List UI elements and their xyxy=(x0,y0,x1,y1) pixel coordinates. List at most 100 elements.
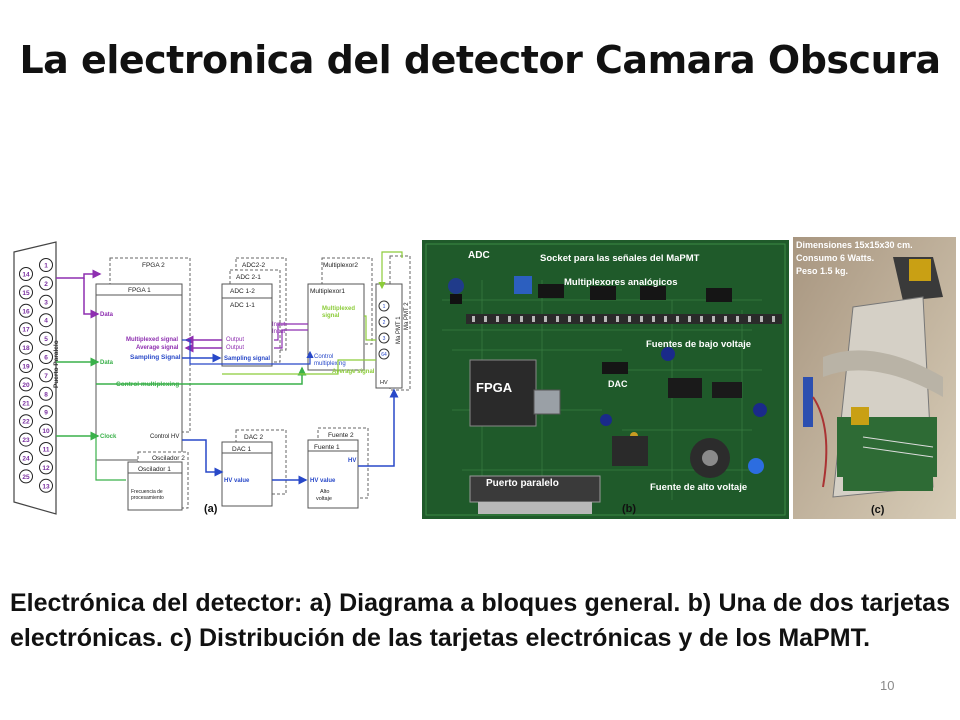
right-pin xyxy=(39,460,53,475)
adc21-label: ADC 2-1 xyxy=(236,274,261,281)
left-pin xyxy=(19,267,33,281)
adc11-label: ADC 1-1 xyxy=(230,302,255,309)
mux-multiplexed-label: Multiplexed xyxy=(322,306,355,312)
right-pin xyxy=(39,258,53,272)
fuente2-label: Fuente 2 xyxy=(328,432,354,439)
right-pin-label: 10 xyxy=(42,428,50,435)
left-pin xyxy=(19,303,33,318)
right-pin-label: 13 xyxy=(42,483,50,490)
right-pin xyxy=(39,350,53,364)
right-pin-label: 11 xyxy=(43,447,50,454)
dac1-label: DAC 1 xyxy=(232,446,252,453)
right-pin-label: 7 xyxy=(44,373,48,380)
mux1-label: Multiplexor1 xyxy=(310,288,345,295)
right-pin xyxy=(39,405,53,420)
adc22-label: ADC2-2 xyxy=(242,262,266,269)
panel-a-tag: (a) xyxy=(204,503,218,515)
fpga2-label: FPGA 2 xyxy=(142,262,165,269)
left-pin-label: 18 xyxy=(22,345,30,352)
fpga-label: FPGA xyxy=(476,380,513,395)
mux1-block xyxy=(307,283,365,371)
multiplexing-label: multiplexing xyxy=(314,361,346,367)
panel-c-tag: (c) xyxy=(871,504,885,516)
left-pin-label: 25 xyxy=(22,474,30,481)
left-pin xyxy=(19,359,33,373)
hv-label: HV xyxy=(348,458,356,464)
fuente-alto-label: Fuente de alto voltaje xyxy=(650,482,747,493)
left-pin-label: 19 xyxy=(22,364,30,371)
input2-label: Input xyxy=(272,329,286,335)
alto-label: Alto xyxy=(320,489,329,495)
output1-label: Output xyxy=(226,337,244,343)
detector-illustration: Dimensiones 15x15x30 cm. Consumo 6 Watts… xyxy=(793,237,956,519)
right-pin-label: 12 xyxy=(42,465,50,472)
left-pin xyxy=(19,285,33,300)
pmt-pixel xyxy=(378,348,390,360)
fuente1-label: Fuente 1 xyxy=(314,444,340,451)
frecuencia-label: Frecuencia de xyxy=(131,489,163,495)
hv-value2-label: HV value xyxy=(310,478,336,484)
osc1-block xyxy=(127,461,183,511)
dac-label: DAC xyxy=(608,379,628,389)
left-pin xyxy=(19,395,33,410)
fpga1-block xyxy=(95,283,183,461)
right-pin xyxy=(39,442,53,456)
control-multiplexing-label: Control multiplexing xyxy=(116,381,179,388)
panel-b-tag: (b) xyxy=(622,503,636,515)
control-label: Control xyxy=(314,354,333,360)
right-pin xyxy=(39,313,53,328)
adc-label: ADC xyxy=(468,250,490,261)
consumo-label: Consumo 6 Watts. xyxy=(796,253,874,263)
pmt-pixel-label: 3 xyxy=(383,336,386,342)
pmt-pixel xyxy=(378,332,390,344)
right-pin-label: 8 xyxy=(44,391,48,398)
left-pin-label: 20 xyxy=(22,382,30,389)
left-pin xyxy=(19,469,33,484)
input1-label: Input xyxy=(272,322,286,328)
peso-label: Peso 1.5 kg. xyxy=(796,266,848,276)
pmt-pixel-label: 1 xyxy=(383,304,386,310)
mapmt1-label: Ma PMT 1 xyxy=(396,316,402,344)
sampling-signal-adc-label: Sampling signal xyxy=(224,356,270,362)
fuentes-bajo-label: Fuentes de bajo voltaje xyxy=(646,339,751,350)
figure-caption: Electrónica del detector: a) Diagrama a … xyxy=(10,589,950,652)
right-pin-label: 5 xyxy=(44,336,48,343)
right-pin-label: 3 xyxy=(44,299,48,306)
dimensiones-label: Dimensiones 15x15x30 cm. xyxy=(796,240,913,250)
right-pin xyxy=(39,368,53,383)
right-pin xyxy=(39,478,53,493)
puerto-label: Puerto paralelo xyxy=(486,478,559,489)
slide-number: 10 xyxy=(880,678,895,693)
right-pin xyxy=(39,331,53,346)
right-pin-label: 2 xyxy=(44,281,48,288)
multiplexed-signal-label: Multiplexed signal xyxy=(126,337,178,343)
right-pin-label: 4 xyxy=(44,318,48,325)
pmt-hv-label: HV xyxy=(380,380,388,386)
fpga1-label: FPGA 1 xyxy=(128,287,151,294)
left-pin-label: 24 xyxy=(22,456,30,463)
detector-photo-panel: Dimensiones 15x15x30 cm. Consumo 6 Watts… xyxy=(793,237,956,519)
adc12-label: ADC 1-2 xyxy=(230,288,255,295)
pmt-pixel-label: 2 xyxy=(383,320,386,326)
mux2-label: Multiplexor2 xyxy=(323,262,358,269)
osc2-label: Oscilador 2 xyxy=(152,455,185,462)
pmt-pixel xyxy=(378,300,390,312)
left-pin-label: 17 xyxy=(22,327,30,334)
left-pin-label: 16 xyxy=(22,308,30,315)
pcb-illustration: ADC Socket para las señales del MaPMT Mu… xyxy=(422,240,789,519)
left-pin xyxy=(19,414,33,429)
mapmt2-label: Ma PMT 2 xyxy=(404,302,410,330)
average-signal-mux-label: Average signal xyxy=(332,369,375,375)
right-pin xyxy=(39,294,53,309)
dac2-label: DAC 2 xyxy=(244,434,264,441)
control-hv-label: Control HV xyxy=(150,434,179,440)
right-pin-label: 6 xyxy=(44,355,48,362)
port-label: Puerto Paralelo xyxy=(53,340,60,388)
pmt-pixel xyxy=(378,316,390,328)
clock-label: Clock xyxy=(100,434,117,440)
left-pin-label: 21 xyxy=(22,400,30,407)
